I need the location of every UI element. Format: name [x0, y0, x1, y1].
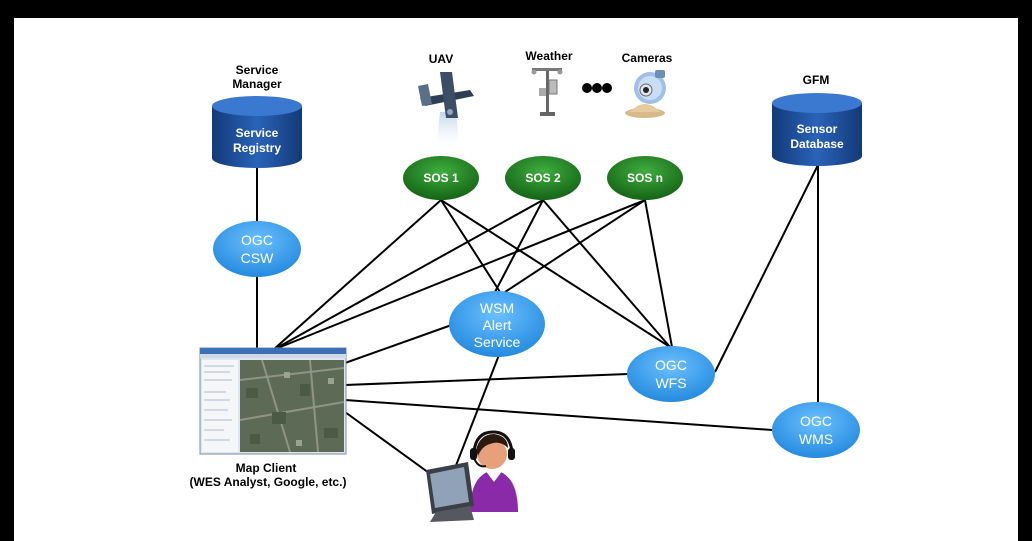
wms-label-2: WMS: [799, 431, 833, 447]
line-client-wsm: [344, 321, 461, 364]
service-registry-database: Service Registry: [212, 96, 302, 168]
registry-label-2: Registry: [233, 141, 281, 155]
gfm-label: GFM: [803, 73, 830, 87]
line-wfs-sensordb: [714, 164, 819, 373]
line-sosn-wsm: [504, 199, 646, 293]
line-sos2-client: [272, 199, 544, 351]
line-sosn-wfs: [644, 199, 673, 348]
line-client-operator: [344, 411, 437, 479]
sos-2-node: SOS 2: [505, 156, 581, 200]
ogc-wms-node: OGC WMS: [772, 402, 860, 458]
wsm-label-3: Service: [474, 334, 521, 350]
sos-1-label: SOS 1: [423, 171, 459, 185]
wfs-label-2: WFS: [655, 375, 686, 391]
map-client-label: Map Client: [236, 461, 297, 475]
ogc-csw-node: OGC CSW: [213, 221, 301, 277]
wsm-alert-service-node: WSM Alert Service: [449, 291, 545, 357]
weather-label: Weather: [525, 49, 572, 63]
sos-n-node: SOS n: [607, 156, 683, 200]
sos-1-node: SOS 1: [403, 156, 479, 200]
line-sos2-wsm: [494, 199, 544, 293]
operator-icon: [426, 430, 518, 522]
csw-label-2: CSW: [241, 250, 274, 266]
map-client-screenshot: [199, 347, 347, 455]
service-manager-label-1: Service: [236, 63, 279, 77]
weather-station-icon: [531, 68, 563, 116]
service-manager-label-2: Manager: [232, 77, 282, 91]
line-sos1-client: [272, 199, 442, 351]
ellipsis-dots-icon: [582, 83, 612, 93]
wms-label-1: OGC: [800, 413, 832, 429]
webcam-icon: [625, 70, 666, 118]
wsm-label-2: Alert: [483, 317, 512, 333]
ogc-wfs-node: OGC WFS: [627, 346, 715, 402]
line-client-wms: [344, 399, 773, 431]
line-client-wfs: [344, 373, 629, 386]
uav-icon: [418, 72, 474, 150]
registry-label-1: Service: [236, 126, 279, 140]
sensor-db-label-1: Sensor: [797, 122, 838, 136]
line-sos1-wsm: [440, 199, 501, 293]
line-wsm-operator: [454, 354, 500, 469]
cameras-label: Cameras: [622, 51, 673, 65]
line-sosn-client: [272, 199, 646, 351]
uav-label: UAV: [429, 52, 453, 66]
wfs-label-1: OGC: [655, 357, 687, 373]
sensor-database: Sensor Database: [772, 93, 862, 166]
connectors: [256, 164, 819, 479]
line-sos2-wfs: [542, 199, 671, 348]
sos-2-label: SOS 2: [525, 171, 561, 185]
line-sos1-wfs: [440, 199, 671, 348]
wsm-label-1: WSM: [480, 300, 514, 316]
sensor-db-label-2: Database: [790, 137, 844, 151]
csw-label-1: OGC: [241, 232, 273, 248]
sos-n-label: SOS n: [627, 171, 663, 185]
map-client-sublabel: (WES Analyst, Google, etc.): [190, 475, 347, 489]
page-background: [14, 18, 1018, 541]
